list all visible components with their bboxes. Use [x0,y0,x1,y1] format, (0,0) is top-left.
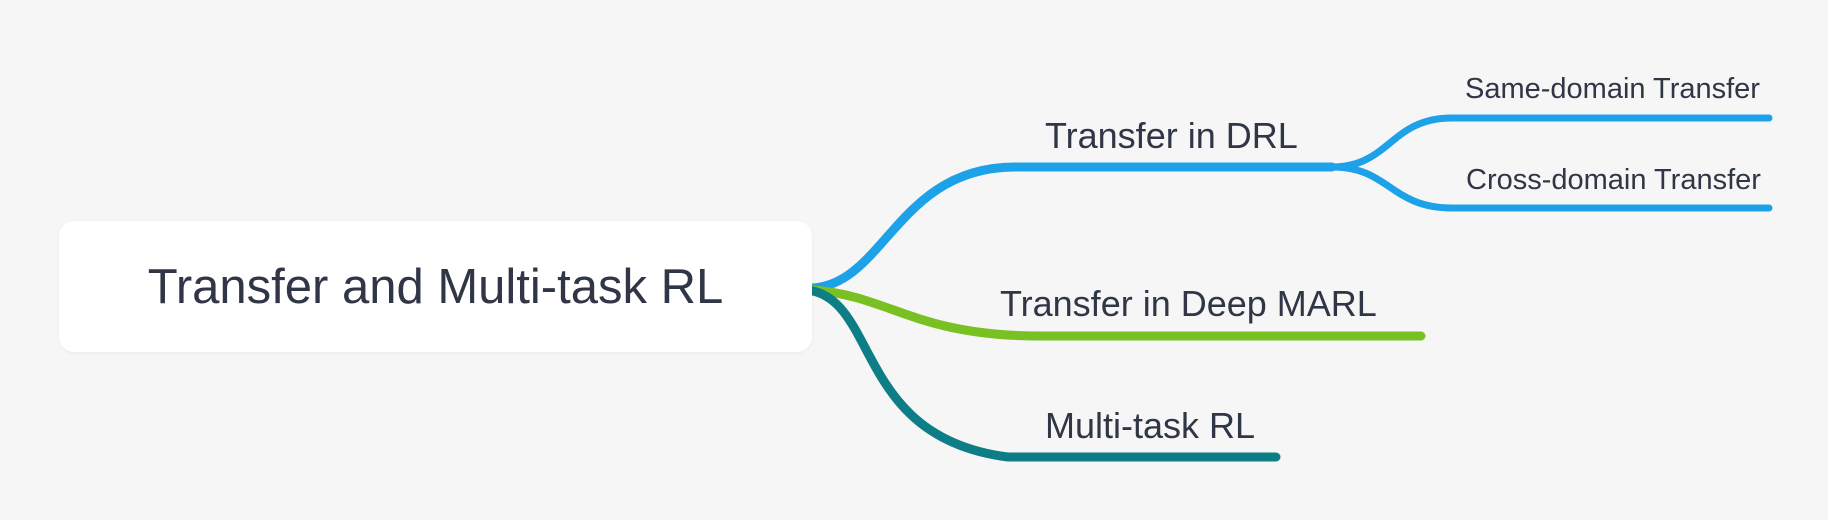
connector-cross-domain-transfer [1328,163,1773,212]
root-node[interactable]: Transfer and Multi-task RL [59,221,812,352]
connector-transfer-in-drl [808,162,1337,293]
node-cross-domain-transfer[interactable]: Cross-domain Transfer [1466,164,1761,196]
connector-multi-task-rl [808,286,1281,462]
root-node-label: Transfer and Multi-task RL [147,259,724,314]
node-transfer-in-drl[interactable]: Transfer in DRL [1045,115,1298,156]
node-multi-task-rl[interactable]: Multi-task RL [1045,405,1256,446]
node-transfer-in-deep-marl[interactable]: Transfer in Deep MARL [1000,283,1377,324]
connector-same-domain-transfer [1328,114,1773,171]
node-same-domain-transfer[interactable]: Same-domain Transfer [1465,73,1760,105]
connector-transfer-in-deep-marl [808,285,1426,341]
